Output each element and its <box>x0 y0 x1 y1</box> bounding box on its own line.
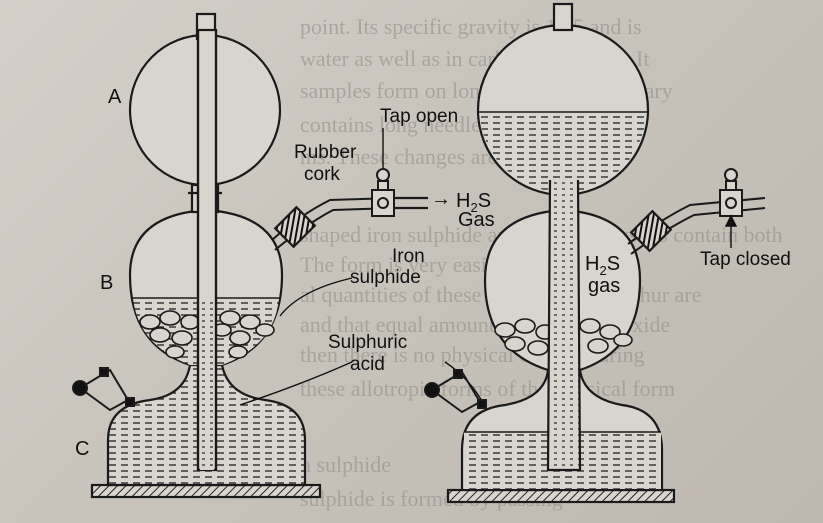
label-sulphuric: Sulphuric <box>328 332 407 353</box>
label-iron: Iron <box>392 246 425 267</box>
tap-closed <box>719 168 743 217</box>
right-stopcock <box>424 369 487 414</box>
bg-line: n sulphide <box>300 452 392 477</box>
label-h2s: H2S <box>456 190 491 215</box>
label-tap-open: Tap open <box>380 106 458 127</box>
label-a: A <box>108 86 122 108</box>
bg-line: The form is very easily <box>300 252 505 277</box>
label-sulphide: sulphide <box>350 267 421 288</box>
left-base-plate <box>90 483 322 499</box>
label-acid: acid <box>350 354 385 375</box>
right-rubber-cork <box>629 209 673 253</box>
label-b: B <box>100 272 113 294</box>
right-iron-sulphide-lumps <box>494 318 633 356</box>
label-cork: cork <box>304 164 340 185</box>
label-gas: Gas <box>458 209 495 231</box>
label-tap-closed: Tap closed <box>700 249 791 270</box>
left-stopcock <box>72 367 135 412</box>
label-rubber: Rubber <box>294 142 357 163</box>
tap-open <box>371 168 395 217</box>
right-apparatus <box>424 2 766 504</box>
label-c: C <box>75 438 89 460</box>
right-base-plate <box>446 488 676 504</box>
left-apparatus <box>72 12 428 499</box>
bg-line: these allotropic forms of the physical f… <box>300 376 676 401</box>
left-iron-sulphide-lumps <box>139 310 275 359</box>
label-gas-right: gas <box>588 275 620 297</box>
left-rubber-cork <box>273 205 317 249</box>
tap-closed-pointer <box>724 214 738 248</box>
label-h2s-right: H2S <box>585 253 620 278</box>
gas-arrow: → <box>431 188 451 210</box>
